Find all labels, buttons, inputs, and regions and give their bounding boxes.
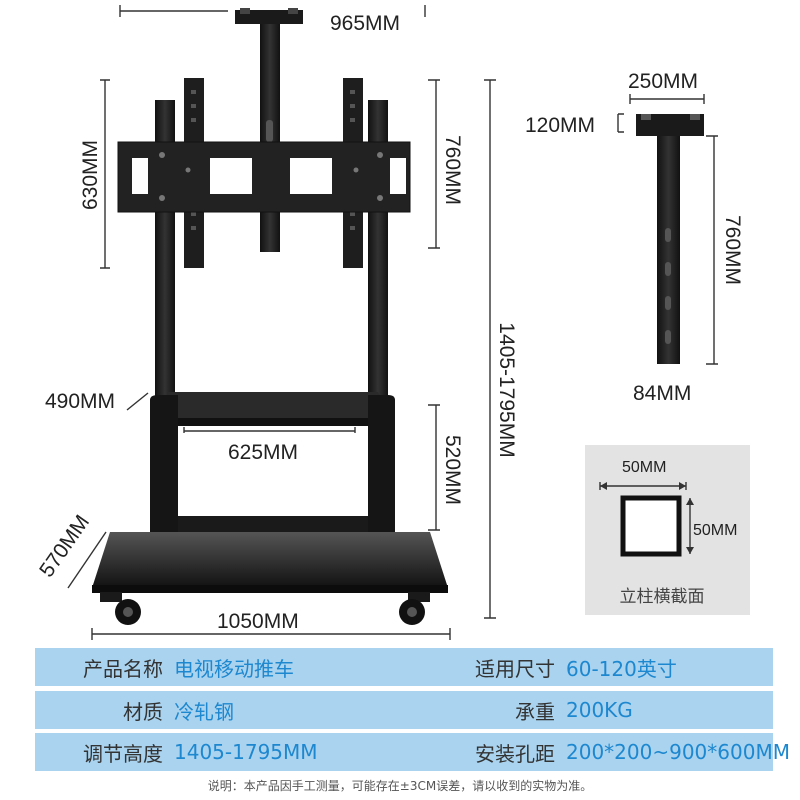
arm-dimension-lines (617, 94, 718, 365)
main-dimension-lines (67, 5, 496, 640)
dim-base-width: 1050MM (217, 610, 299, 633)
spec-label: 材质 (35, 691, 171, 729)
spec-row: 调节高度 1405-1795MM 安装孔距 200*200~900*600MM (35, 733, 790, 771)
dim-shelf-width: 625MM (228, 441, 298, 464)
dim-total-height: 1405-1795MM (495, 322, 518, 457)
section-height-label: 50MM (693, 522, 737, 539)
dim-top-width: 965MM (330, 12, 400, 35)
spec-label: 调节高度 (35, 733, 171, 771)
dim-arm-width: 250MM (628, 70, 698, 93)
ceiling-arm-illustration (636, 114, 704, 364)
cross-section-panel (585, 445, 750, 615)
spec-row: 材质 冷轧钢 承重 200KG (35, 691, 773, 729)
spec-label: 适用尺寸 (402, 648, 563, 686)
spec-value: 电视移动推车 (166, 648, 407, 686)
dim-base-depth: 570MM (35, 511, 94, 582)
tv-cart-illustration (92, 8, 448, 625)
spec-value: 冷轧钢 (166, 691, 407, 729)
dim-shelf-height: 520MM (441, 435, 464, 505)
section-width-label: 50MM (622, 459, 666, 476)
section-caption: 立柱横截面 (620, 587, 705, 607)
spec-label: 承重 (402, 691, 563, 729)
product-diagram: 965MM 630MM 760MM 1405-1795MM 490MM 625M… (35, 5, 750, 640)
spec-value: 200KG (558, 691, 773, 729)
spec-label: 产品名称 (35, 648, 171, 686)
spec-label: 安装孔距 (402, 733, 563, 771)
dim-arm-height: 760MM (721, 215, 744, 285)
disclaimer-note: 说明：本产品因手工测量，可能存在±3CM误差，请以收到的实物为准。 (207, 779, 593, 793)
dim-arm-bottom: 84MM (633, 382, 691, 405)
dim-arm-depth: 120MM (525, 114, 595, 137)
dim-shelf-depth: 490MM (45, 390, 115, 413)
dim-bracket-height: 760MM (441, 135, 464, 205)
dim-mount-height: 630MM (79, 140, 102, 210)
spec-value: 60-120英寸 (558, 648, 773, 686)
spec-value: 1405-1795MM (166, 733, 407, 771)
spec-row: 产品名称 电视移动推车 适用尺寸 60-120英寸 (35, 648, 773, 686)
spec-value: 200*200~900*600MM (558, 733, 790, 771)
